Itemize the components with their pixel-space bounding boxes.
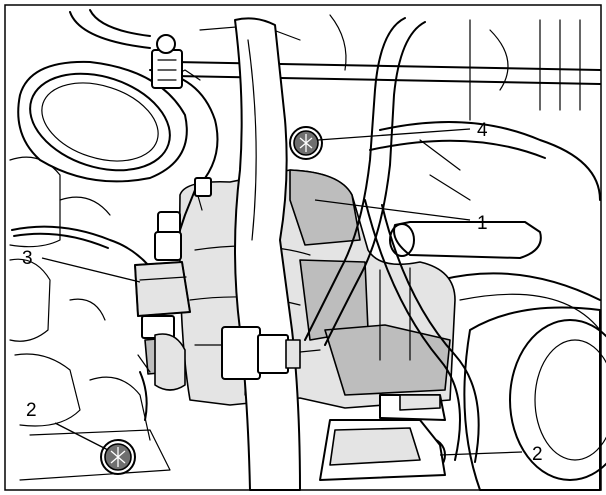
bolt-4 (289, 126, 323, 160)
engine-background-right (369, 121, 606, 491)
callout-3: 3 (22, 248, 33, 269)
engine-background-left (9, 156, 171, 481)
leader-1 (314, 199, 471, 221)
callout-2-left: 2 (26, 400, 37, 421)
callout-labels: 4 1 3 2 2 (22, 120, 543, 465)
intake-ring (17, 60, 219, 191)
callout-4: 4 (477, 120, 488, 141)
leader-2-right (439, 451, 523, 456)
hose-clamp (151, 34, 183, 89)
leader-4 (317, 128, 471, 141)
callout-2-right: 2 (532, 444, 543, 465)
curved-hoses (304, 17, 480, 463)
fuel-sensor (134, 177, 212, 421)
bolt-2-left (100, 439, 136, 475)
lower-bracket (319, 419, 446, 481)
leader-3 (41, 257, 141, 283)
callout-1: 1 (477, 213, 488, 234)
pipe-coupling (221, 326, 321, 380)
leader-2-left (54, 422, 109, 451)
leader-lines (41, 128, 523, 456)
